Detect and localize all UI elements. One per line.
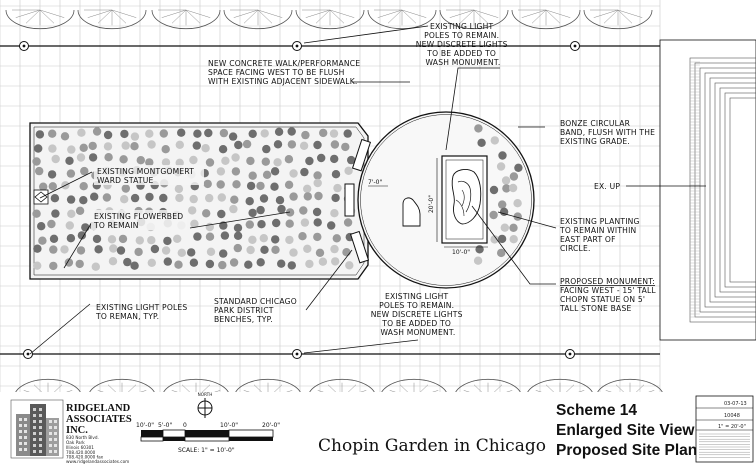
- light-poles-top-label: EXISTING LIGHT POLES TO REMAIN. NEW DISC…: [416, 22, 510, 67]
- light-poles: [19, 41, 580, 359]
- drawing-title: Chopin Garden in Chicago: [318, 436, 546, 456]
- firm-name: RIDGELAND ASSOCIATES INC.: [66, 403, 134, 436]
- scale-tick-1: 10'-0": [136, 422, 154, 429]
- title-band: [0, 392, 756, 465]
- north-label: NORTH: [198, 392, 213, 397]
- light-poles-left-label: EXISTING LIGHT POLES TO REMAN, TYP.: [95, 303, 190, 321]
- ex-up-label: EX. UP: [594, 182, 620, 191]
- firm-logo: RIDGELAND ASSOCIATES INC. 830 North Blvd…: [10, 399, 134, 464]
- scale-tick-5: 20'-0": [262, 422, 280, 429]
- title-block: 03-07-13 10048 1" = 20'-0": [695, 395, 754, 463]
- scheme-title: Scheme 14 Enlarged Site View Proposed Si…: [556, 402, 699, 459]
- light-pole-bottom-left: [23, 349, 33, 359]
- chopin-statue: [451, 169, 482, 225]
- firm-address: 830 North Blvd. Oak Park Illinois 60301: [66, 435, 100, 450]
- monument-circle: [357, 111, 535, 289]
- concentric-steps: [689, 57, 756, 323]
- scale-text: SCALE: 1" = 10'-0": [178, 447, 235, 454]
- light-pole-bottom-right: [565, 349, 575, 359]
- montgomery-ward-statue-symbol: [33, 189, 49, 205]
- north-arrow: NORTH: [197, 392, 213, 418]
- light-pole-top-mid: [292, 41, 302, 51]
- tree-row-top: [5, 9, 653, 30]
- step-hatch: [690, 61, 700, 318]
- bronze-band-label: BONZE CIRCULAR BAND, FLUSH WITH THE EXIS…: [560, 119, 658, 146]
- bench-upper: [351, 138, 372, 172]
- leader-lines: [29, 25, 706, 355]
- scale-tick-4: 10'-0": [220, 422, 238, 429]
- title-block-scale: 1" = 20'-0": [718, 424, 746, 430]
- title-block-date: 03-07-13: [724, 401, 747, 407]
- light-pole-top-right: [570, 41, 580, 51]
- scale-tick-3: 0: [183, 422, 187, 429]
- bench-middle: [344, 183, 355, 217]
- dimension-marks: 7'-0" 20'-0" 10'-0": [368, 158, 488, 256]
- title-block-number: 10048: [724, 413, 740, 419]
- bench-lower: [349, 230, 370, 264]
- firm-phone: 708.420.0000 708.420.0000 fax www.ridgel…: [66, 450, 129, 464]
- planting-label: EXISTING PLANTING TO REMAIN WITHIN EAST …: [559, 217, 642, 253]
- planting-dots: [473, 124, 523, 265]
- walk-depth-dim: 7'-0": [368, 179, 382, 186]
- light-pole-bottom-mid: [292, 349, 302, 359]
- light-pole-top-left: [19, 41, 29, 51]
- light-poles-bottom-label: EXISTING LIGHT POLES TO REMAIN. NEW DISC…: [371, 292, 465, 337]
- flowerbed: [29, 122, 369, 280]
- monument-height-dim: 20'-0": [428, 195, 435, 213]
- monument-width-dim: 10'-0": [452, 249, 470, 256]
- flower-dots: [32, 127, 356, 271]
- statue-label: EXISTING MONTGOMERT WARD STATUE: [97, 167, 197, 185]
- building-icon: [16, 404, 59, 456]
- concrete-walk-label: NEW CONCRETE WALK/PERFORMANCE SPACE FACI…: [208, 59, 363, 86]
- scale-tick-2: 5'-0": [158, 422, 172, 429]
- park-benches: [344, 138, 372, 264]
- flowerbed-label: EXISTING FLOWERBED TO REMAIN: [93, 212, 186, 230]
- piano: [402, 197, 421, 227]
- plaza-steps: [659, 39, 756, 341]
- monument-label: PROPOSED MONUMENT: FACING WEST - 15' TAL…: [559, 277, 658, 313]
- graphic-scale: 10'-0" 5'-0" 0 10'-0" 20'-0" SCALE: 1" =…: [136, 422, 280, 454]
- benches-label: STANDARD CHICAGO PARK DISTRICT BENCHES, …: [214, 297, 300, 324]
